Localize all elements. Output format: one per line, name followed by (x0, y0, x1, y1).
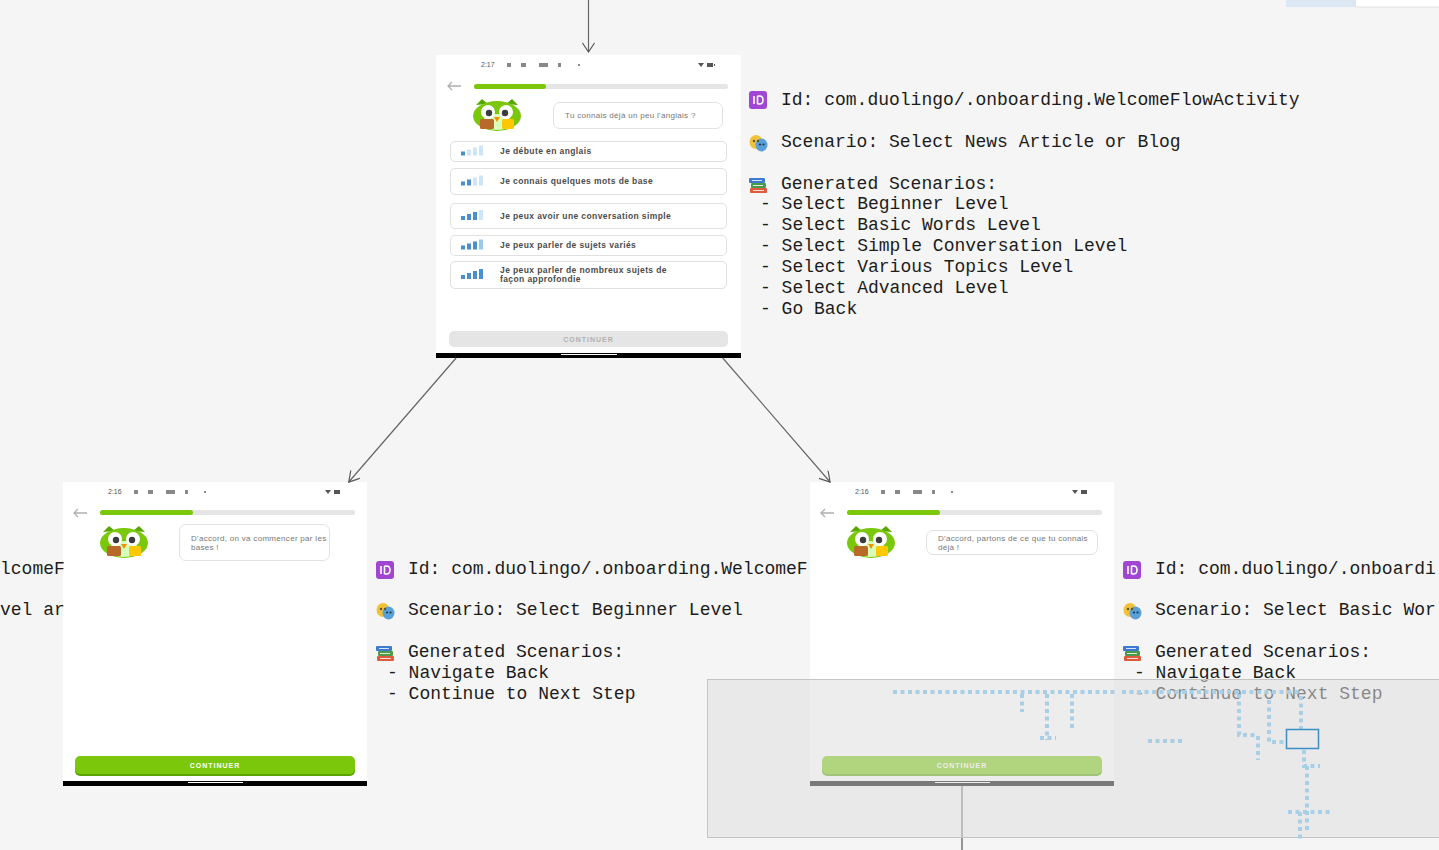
scenario-item: - Navigate Back (387, 663, 549, 684)
activity-id: Id: com.duolingo/.onboarding.WelcomeF (408, 559, 808, 580)
scenario-title: Scenario: Select Beginner Level (408, 600, 743, 621)
bubble-text: D'accord, on va commencer par les bases … (191, 534, 329, 552)
level-option: Je peux avoir une conversation simple (450, 203, 727, 229)
cut-off-label: lcomeF (0, 559, 65, 580)
option-text: Je peux avoir une conversation simple (500, 212, 682, 221)
screen-card: 2:16Id: com.duolingo/.onboarding.Welcome… (63, 482, 367, 786)
level-option: Je connais quelques mots de base (450, 168, 727, 195)
scenario-item: - Select Basic Words Level (760, 215, 1041, 236)
status-time: 2:16 (855, 488, 869, 496)
button-text: CONTINUER (190, 762, 241, 769)
screen-card: 2:17Id: com.duolingo/.onboarding.Welcome… (436, 55, 741, 358)
status-time: 2:16 (108, 488, 122, 496)
continue-button: CONTINUER (449, 331, 728, 347)
toolbar-tab (1356, 0, 1439, 7)
flow-arrow (723, 358, 830, 482)
scenario-title: Scenario: Select Basic Wor (1155, 600, 1436, 621)
minimap-panel (708, 680, 1439, 838)
scenario-item: - Select Various Topics Level (760, 257, 1073, 278)
flow-arrow (349, 358, 456, 482)
speech-bubble: Tu connais déjà un peu l'anglais ? (553, 102, 723, 129)
option-text: Je débute en anglais (500, 147, 682, 156)
outgoing-connector (961, 786, 962, 850)
generated-heading: Generated Scenarios: (408, 642, 624, 663)
option-text: Je peux parler de nombreux sujets de faç… (500, 266, 682, 284)
speech-bubble: D'accord, on va commencer par les bases … (179, 524, 330, 561)
minimap-graph (893, 692, 1330, 842)
status-time: 2:17 (481, 61, 495, 69)
scenario-item: - Go Back (760, 299, 857, 320)
toolbar-tab (1286, 0, 1355, 7)
level-icons (461, 146, 483, 280)
generated-heading: Generated Scenarios: (1155, 642, 1371, 663)
button-text: CONTINUER (563, 336, 614, 343)
level-option: Je débute en anglais (450, 141, 727, 162)
scenario-item: - Select Simple Conversation Level (760, 236, 1127, 257)
scenario-title: Scenario: Select News Article or Blog (781, 132, 1181, 153)
activity-id: Id: com.duolingo/.onboarding.WelcomeFlow… (781, 90, 1299, 111)
bubble-text: D'accord, partons de ce que tu connais d… (938, 534, 1097, 552)
cut-off-label: vel ar (0, 600, 65, 621)
continue-button: CONTINUER (822, 756, 1102, 774)
scenario-item: - Select Advanced Level (760, 278, 1008, 299)
generated-heading: Generated Scenarios: (781, 174, 997, 195)
screen-chrome (810, 490, 1114, 786)
speech-bubble: D'accord, partons de ce que tu connais d… (926, 530, 1098, 555)
screen-chrome (436, 63, 741, 358)
scenario-item: - Select Beginner Level (760, 194, 1008, 215)
minimap-viewport (1287, 730, 1319, 749)
button-text: CONTINUER (937, 762, 988, 769)
level-option: Je peux parler de sujets variés (450, 235, 727, 256)
option-text: Je connais quelques mots de base (500, 177, 682, 186)
activity-id: Id: com.duolingo/.onboardi (1155, 559, 1436, 580)
scenario-item: - Continue to Next Step (387, 684, 635, 705)
level-option: Je peux parler de nombreux sujets de faç… (450, 261, 727, 289)
continue-button: CONTINUER (75, 756, 355, 774)
option-text: Je peux parler de sujets variés (500, 241, 682, 250)
scenario-item: - Navigate Back (1134, 663, 1296, 684)
screen-chrome (63, 490, 367, 786)
bubble-text: Tu connais déjà un peu l'anglais ? (565, 111, 696, 120)
annotation-icons (376, 91, 1142, 661)
incoming-connector (583, 0, 595, 52)
screen-card: 2:16Id: com.duolingo/.onboardiScenario: … (810, 482, 1114, 786)
scenario-item: - Continue to Next Step (1134, 684, 1382, 705)
